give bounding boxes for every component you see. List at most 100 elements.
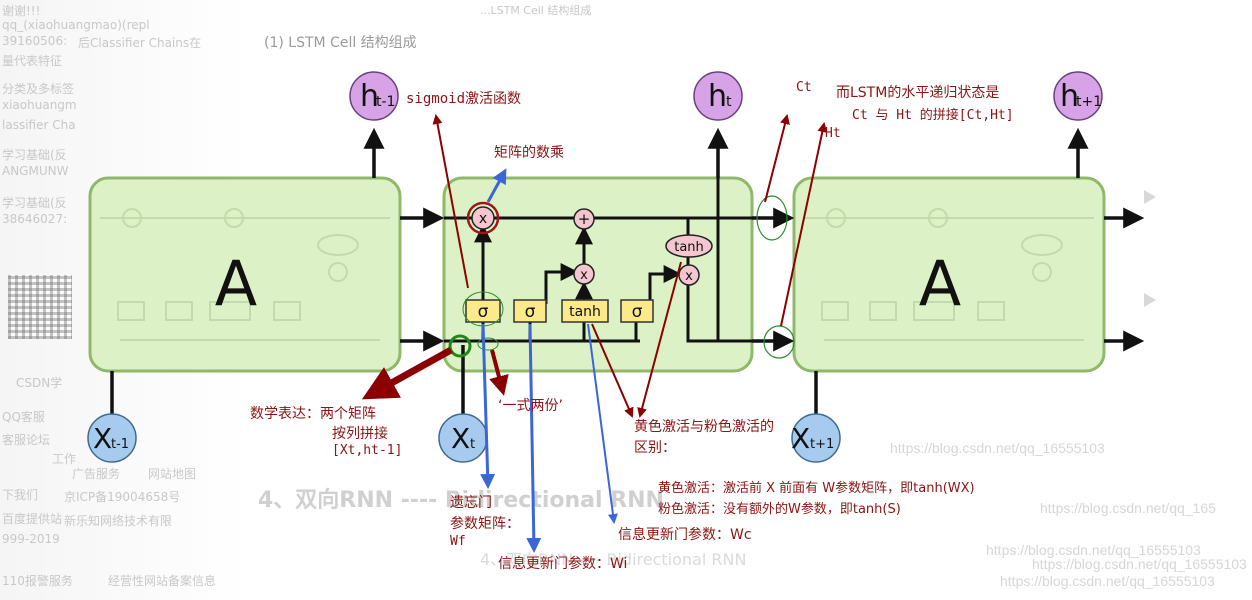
bg-snippet: 新乐知网络技术有限: [64, 514, 173, 528]
faded-arrow-icon: [1144, 190, 1156, 204]
bg-snippet: 工作: [52, 452, 77, 466]
output-gate-to-mul: [648, 265, 682, 304]
bg-breadcrumb: ...LSTM Cell 结构组成: [480, 4, 592, 17]
arrow-wf: [480, 323, 496, 489]
output-mul-op: [678, 264, 700, 286]
cell-left-faded-internals: [100, 208, 390, 341]
bg-snippet: 经营性网站备案信息: [108, 574, 217, 588]
bg-section-heading-2: 4、双向RNN ---- Bidirectional RNN: [480, 550, 747, 569]
cell-right-label: A: [919, 247, 961, 320]
input-gate-to-mul: [544, 263, 579, 304]
cell-left: [88, 176, 402, 373]
qr-code-icon: [8, 275, 72, 339]
anno-sigmoid: sigmoid激活函数: [406, 91, 522, 107]
arrow-concat: [361, 346, 453, 400]
anno-math-3: [Xt,ht-1]: [332, 443, 403, 458]
arrow-ct: [764, 114, 790, 203]
highlight-concat: [448, 334, 472, 358]
forget-gate-sigma: [465, 299, 501, 323]
arrow-wi: [526, 323, 542, 553]
h-left-node: [349, 71, 399, 121]
arrow-matrix-mul: [486, 168, 507, 203]
cell-add-op: [573, 208, 595, 230]
watermark: https://blog.csdn.net/qq_16555103: [1000, 573, 1215, 589]
output-mul-label: x: [685, 269, 693, 284]
output-gate-sigma: [620, 299, 654, 323]
anno-yellow-pink-2: 区别：: [634, 440, 676, 456]
arrow-yellow: [591, 323, 634, 418]
tanh-oval-label: tanh: [674, 240, 704, 255]
cell-right: [792, 176, 1106, 373]
watermark: https://blog.csdn.net/qq_16555103: [890, 440, 1105, 456]
bg-snippet: 量代表特征: [2, 54, 63, 68]
bg-snippet: lassifier Cha: [2, 118, 76, 132]
h-mid-sub: t: [726, 94, 732, 110]
out-mul-to-h: [686, 284, 752, 343]
x-mid-base: X: [451, 422, 470, 455]
h-right-sub: t+1: [1076, 94, 1102, 110]
bg-snippet: 京ICP备19004658号: [64, 490, 181, 504]
anno-matrix-mul: 矩阵的数乘: [494, 145, 564, 161]
anno-info-wc: 信息更新门参数：Wc: [618, 527, 752, 543]
bg-snippet: 39160506:: [2, 34, 68, 48]
x-right-node: [791, 413, 841, 463]
x-right-base: X: [791, 422, 810, 455]
bg-snippet: 谢谢!!!: [2, 4, 41, 18]
x-left-node: [87, 413, 137, 463]
bg-snippet: 广告服务: [72, 467, 121, 481]
bg-snippet: 38646027:: [2, 212, 68, 226]
forget-mul-op: [471, 206, 495, 230]
watermark: https://blog.csdn.net/qq_165: [1040, 500, 1216, 516]
bg-snippet: 百度提供站: [2, 512, 63, 526]
x-right-sub: t+1: [810, 437, 834, 452]
bg-snippet: QQ客服: [2, 410, 45, 424]
highlight-ht: [763, 325, 795, 359]
anno-lstm-state-1: 而LSTM的水平递归状态是: [836, 85, 1000, 101]
anno-math-2: 按列拼接: [332, 426, 388, 442]
h-mid-node: [693, 71, 743, 121]
cell-left-label: A: [215, 247, 257, 320]
anno-yellow-pink-1: 黄色激活与粉色激活的: [634, 419, 774, 435]
anno-yellow-act: 黄色激活：激活前 X 前面有 W参数矩阵，即tanh(WX): [658, 481, 975, 496]
arrow-pink: [637, 261, 682, 418]
h-right-base: h: [1060, 79, 1079, 114]
arrow-split: [489, 349, 509, 396]
bg-snippet: 网站地图: [148, 467, 197, 481]
watermark: https://blog.csdn.net/qq_16555103: [986, 542, 1201, 558]
highlight-forget-mul: [466, 201, 500, 235]
bg-snippet: 后Classifier Chains在: [78, 36, 202, 50]
anno-forget-3: Wf: [450, 534, 466, 549]
anno-one-two: ‘一式两份’: [498, 398, 563, 414]
x-left-sub: t-1: [111, 437, 129, 452]
tanh-gate-label: tanh: [569, 304, 601, 320]
bg-heading-cell: (1) LSTM Cell 结构组成: [264, 35, 417, 51]
anno-forget-2: 参数矩阵：: [450, 516, 520, 532]
bg-section-heading: 4、双向RNN ---- Bidirectional RNN: [258, 488, 664, 513]
watermark: https://blog.csdn.net/qq_16555103: [1032, 556, 1247, 572]
bg-snippet: 999-2019: [2, 532, 60, 546]
tanh-gate: [561, 299, 609, 323]
bg-snippet: CSDN学: [16, 376, 63, 390]
anno-ht: Ht: [825, 126, 841, 141]
bg-snippet: 客服论坛: [2, 433, 51, 447]
anno-ct: Ct: [796, 80, 812, 95]
forget-gate-label: σ: [478, 302, 489, 322]
anno-math-1: 数学表达：两个矩阵: [250, 406, 376, 422]
cell-right-faded-internals: [804, 208, 1094, 341]
bg-snippet: 110报警服务: [2, 574, 73, 588]
cell-add-label: +: [578, 210, 591, 228]
anno-info-wi: 信息更新门参数：Wi: [498, 556, 628, 572]
bg-snippet: 学习基础(反: [2, 196, 67, 210]
bg-snippet: xiaohuangm: [2, 98, 77, 112]
anno-forget-1: 遗忘门: [450, 495, 492, 511]
output-gate-label: σ: [632, 302, 643, 322]
anno-pink-act: 粉色激活：没有额外的W参数，即tanh(S): [658, 502, 901, 517]
h-left-sub: t-1: [376, 94, 395, 110]
input-mul-op: [573, 263, 595, 285]
arrow-wc: [587, 323, 618, 524]
bg-snippet: qq_(xiaohuangmao)(repl: [2, 18, 150, 32]
h-left-base: h: [360, 79, 379, 114]
anno-lstm-state-2: Ct 与 Ht 的拼接[Ct,Ht]: [852, 108, 1014, 123]
bg-snippet: ANGMUNW: [2, 164, 69, 178]
